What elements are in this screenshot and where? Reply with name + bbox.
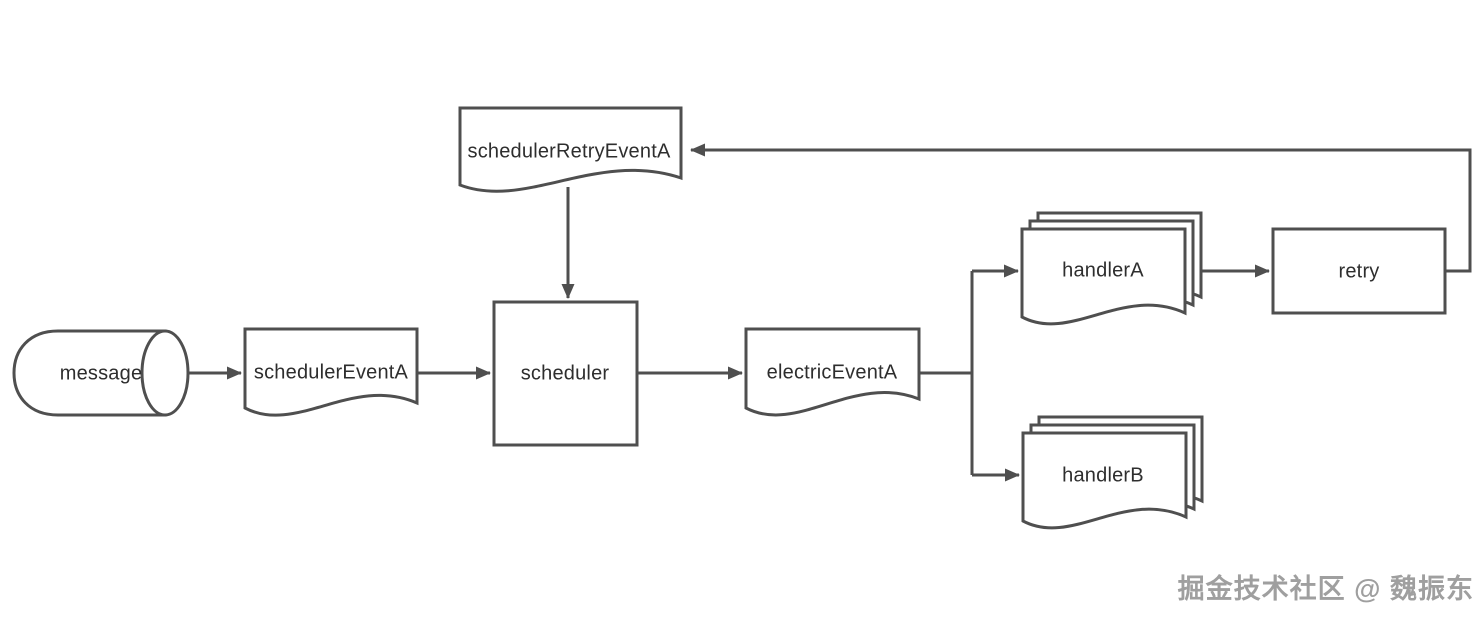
node-message-shape [12,329,190,417]
watermark: 掘金技术社区 @ 魏振东 [1177,574,1474,604]
node-retry-label: retry [1338,260,1380,283]
node-schedulerretryeventa-shape [458,106,683,193]
node-schedulerretryeventa-label: schedulerRetryEventA [467,140,671,163]
edge-electriceventa-branch-line [919,271,974,475]
node-schedulereventa-shape [243,327,419,417]
node-scheduler-shape [492,300,639,447]
node-handlerb-shape [1021,415,1204,530]
node-handlera-shape [1020,211,1203,326]
node-schedulereventa-label: schedulerEventA [253,361,409,384]
node-message-label: message [59,362,143,385]
node-scheduler-label: scheduler [520,362,610,385]
node-handlera-label: handlerA [1062,259,1144,282]
node-retry-shape [1271,227,1447,315]
node-handlerb-label: handlerB [1062,464,1144,487]
edge-retry-to-schedulerretryeventa [690,143,1472,273]
node-electriceventa-shape [744,327,921,417]
node-electriceventa-label: electricEventA [766,361,898,384]
